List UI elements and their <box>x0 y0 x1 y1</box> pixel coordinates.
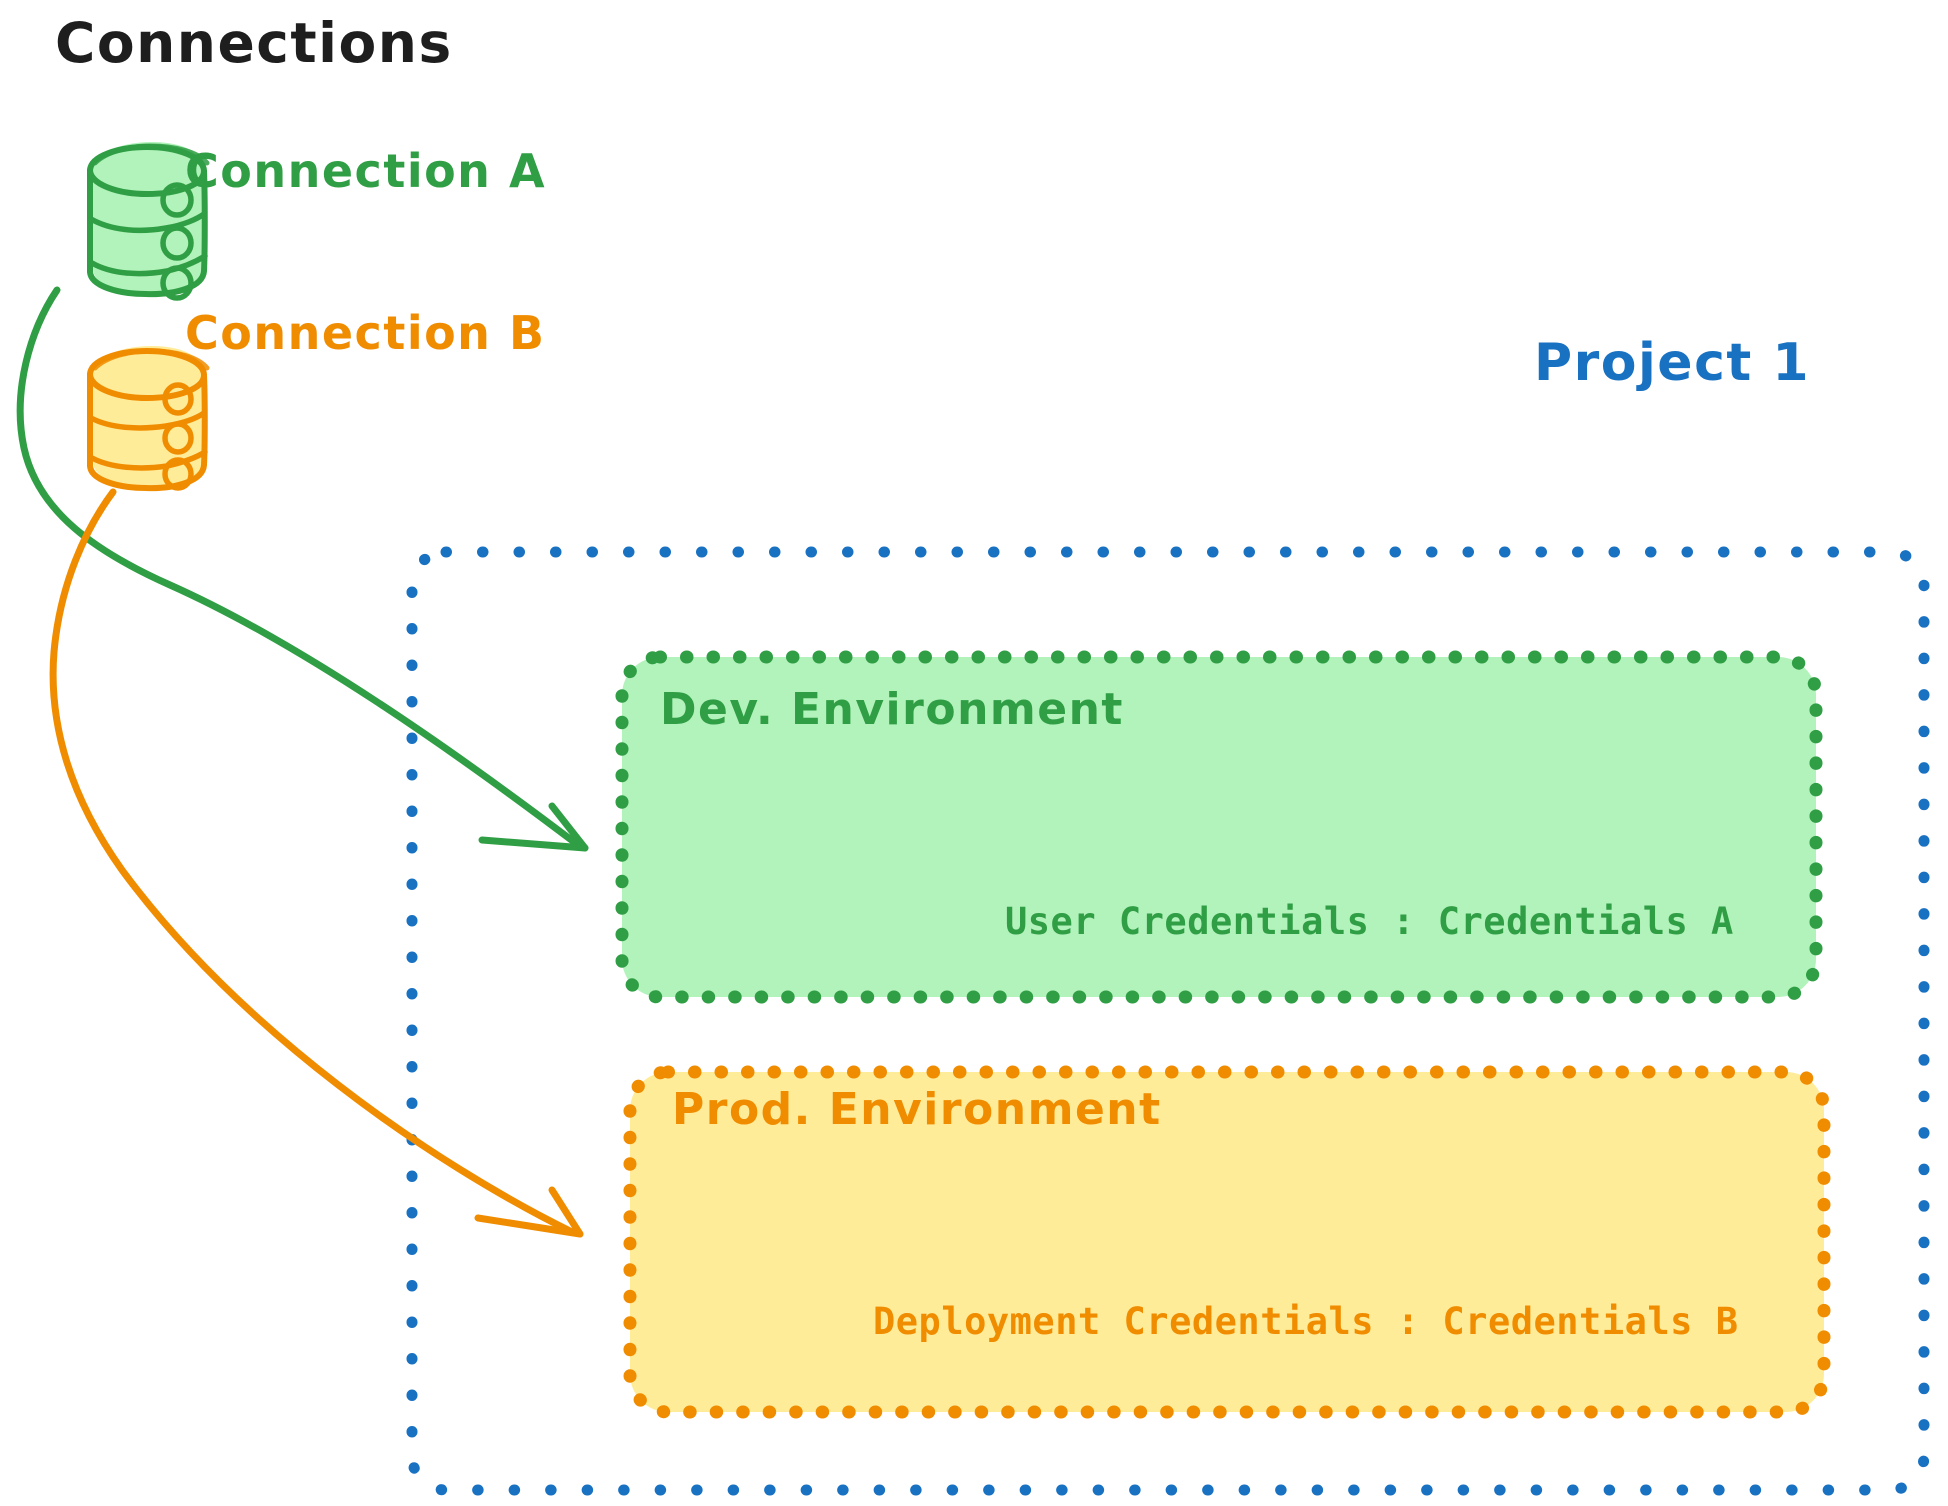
project-1-label: Project 1 <box>1534 333 1811 393</box>
prod-environment-credentials: Deployment Credentials : Credentials B <box>873 1300 1739 1343</box>
project-1-container[interactable] <box>406 546 1930 1496</box>
page-title: Connections <box>55 11 453 75</box>
connection-a-label[interactable]: Connection A <box>185 144 547 198</box>
prod-environment-title: Prod. Environment <box>672 1084 1162 1135</box>
database-cylinder-icon-connection-b[interactable] <box>86 346 210 492</box>
arrow-connection-a-to-dev <box>16 286 589 852</box>
arrow-connection-b-to-prod <box>49 488 584 1238</box>
connection-b-label[interactable]: Connection B <box>185 306 546 360</box>
dev-environment-title: Dev. Environment <box>660 684 1124 735</box>
dev-environment-credentials: User Credentials : Credentials A <box>1005 900 1734 943</box>
